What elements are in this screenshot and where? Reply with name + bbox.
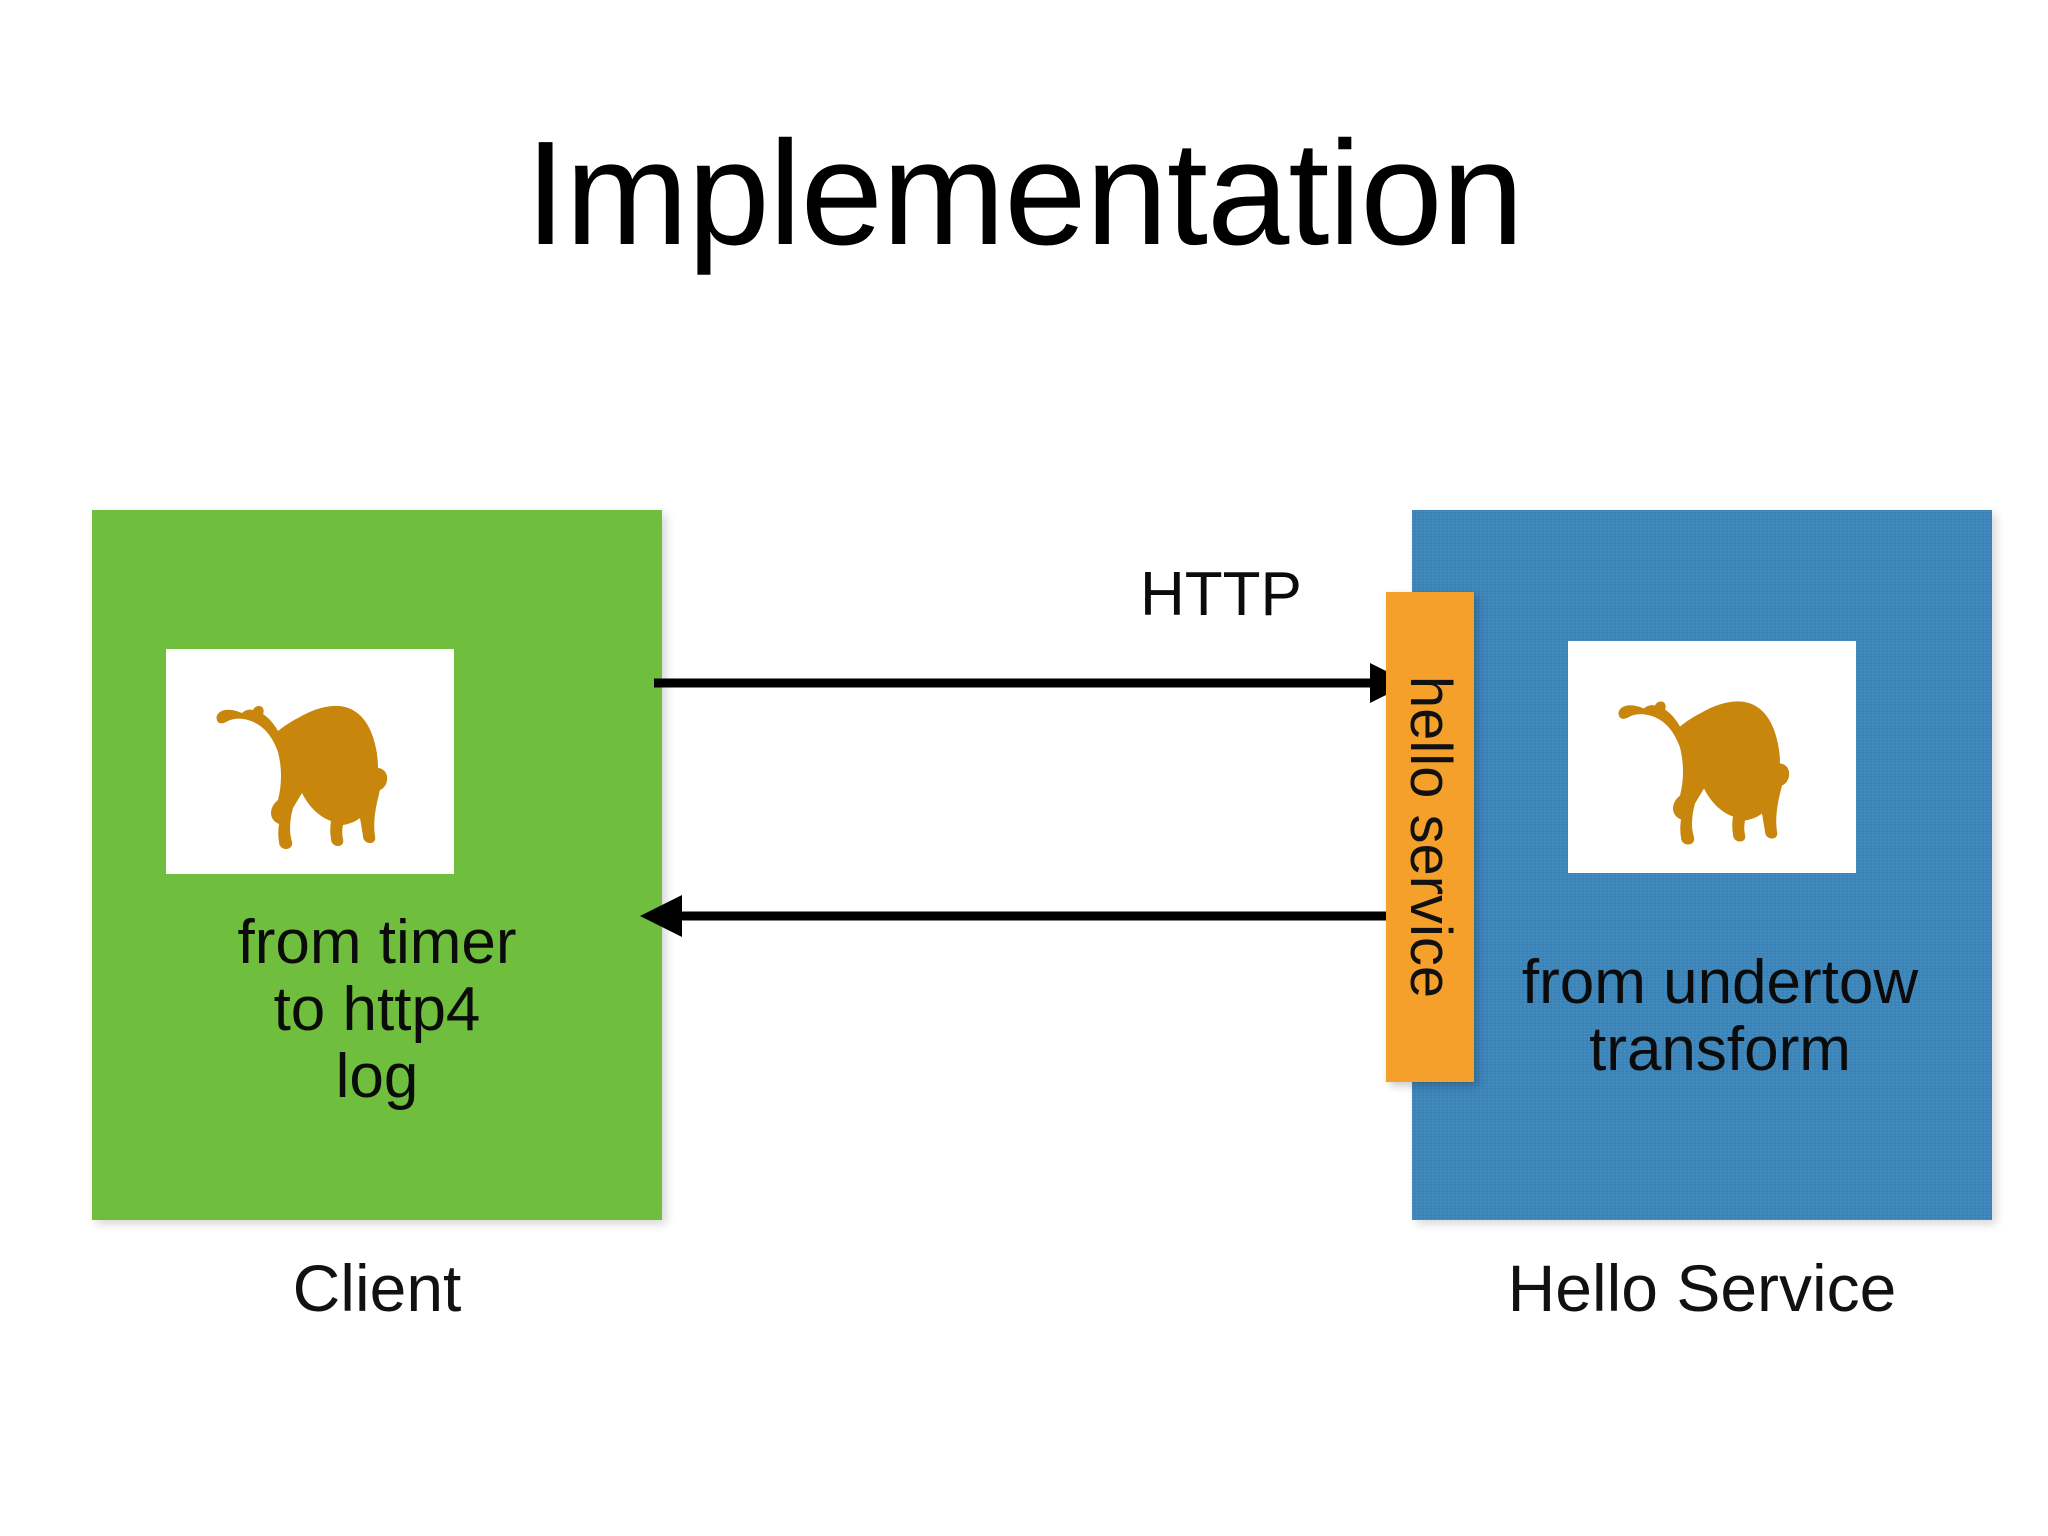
hello-service-route-text: from undertow transform [1521, 948, 1919, 1084]
http-edge-label: HTTP [1140, 560, 1302, 629]
apache-camel-logo-client [166, 649, 454, 874]
apache-camel-logo-service [1568, 641, 1856, 873]
client-node-caption: Client [292, 1251, 462, 1325]
hello-service-node-caption: Hello Service [1507, 1251, 1897, 1325]
client-route-text: from timer to http4 log [237, 908, 517, 1111]
hello-service-endpoint-label: hello service [1398, 675, 1463, 999]
http-response-arrow [640, 895, 1408, 937]
http-request-arrow [654, 663, 1410, 703]
hello-service-endpoint-strip: hello service [1386, 592, 1474, 1082]
page-title: Implementation [525, 111, 1524, 276]
